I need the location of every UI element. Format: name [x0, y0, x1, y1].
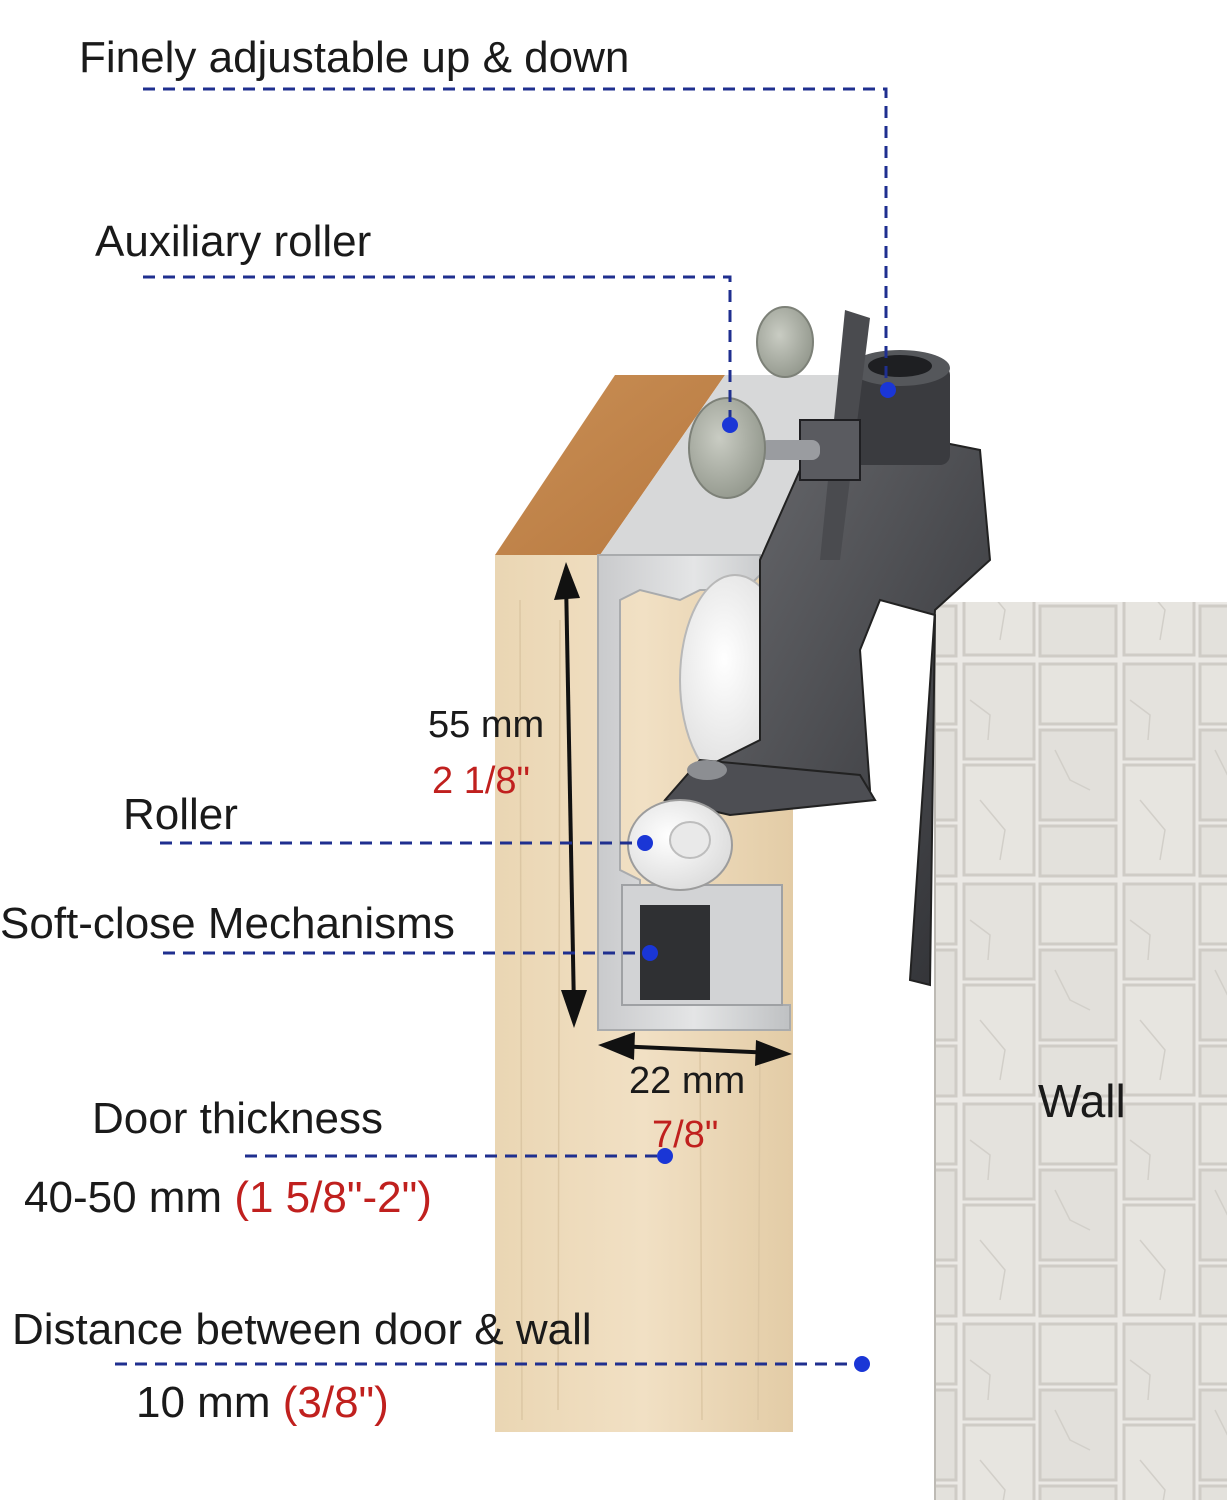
label-finely-adjustable: Finely adjustable up & down	[79, 33, 630, 82]
width-dimension-arrow	[598, 1032, 792, 1066]
label-roller: Roller	[123, 790, 238, 839]
distance-in: (3/8")	[282, 1378, 389, 1427]
callout-dot-roller	[637, 835, 653, 851]
label-wall: Wall	[1038, 1075, 1126, 1127]
label-width-mm: 22 mm	[629, 1060, 746, 1102]
label-height-mm: 55 mm	[428, 704, 545, 746]
callout-dot-door-thickness	[657, 1148, 673, 1164]
distance-mm: 10 mm	[136, 1378, 271, 1427]
door-top-face	[495, 375, 725, 555]
label-width-in: 7/8"	[652, 1114, 719, 1156]
callout-dot-distance	[854, 1356, 870, 1372]
aux-roller-front	[688, 397, 766, 499]
track-profile	[597, 554, 791, 1031]
label-door-thickness-values: 40-50 mm (1 5/8"-2")	[24, 1176, 432, 1220]
label-soft-close: Soft-close Mechanisms	[0, 899, 455, 948]
door-thickness-mm: 40-50 mm	[24, 1173, 223, 1222]
height-dimension-arrow	[554, 562, 587, 1028]
aux-roller-back	[756, 306, 814, 378]
callout-line-adjustable	[143, 87, 888, 390]
callout-dot-aux-roller	[722, 417, 738, 433]
wall	[935, 602, 1227, 1500]
callout-line-aux-roller	[143, 275, 732, 425]
label-auxiliary-roller: Auxiliary roller	[95, 217, 372, 266]
label-door-thickness: Door thickness	[92, 1094, 384, 1143]
label-height-in: 2 1/8"	[432, 760, 531, 802]
label-distance: Distance between door & wall	[12, 1305, 592, 1354]
callout-dot-adjustable	[880, 382, 896, 398]
door-thickness-in: (1 5/8"-2")	[234, 1173, 432, 1222]
label-distance-values: 10 mm (3/8")	[136, 1381, 389, 1425]
callout-dot-soft-close	[642, 945, 658, 961]
